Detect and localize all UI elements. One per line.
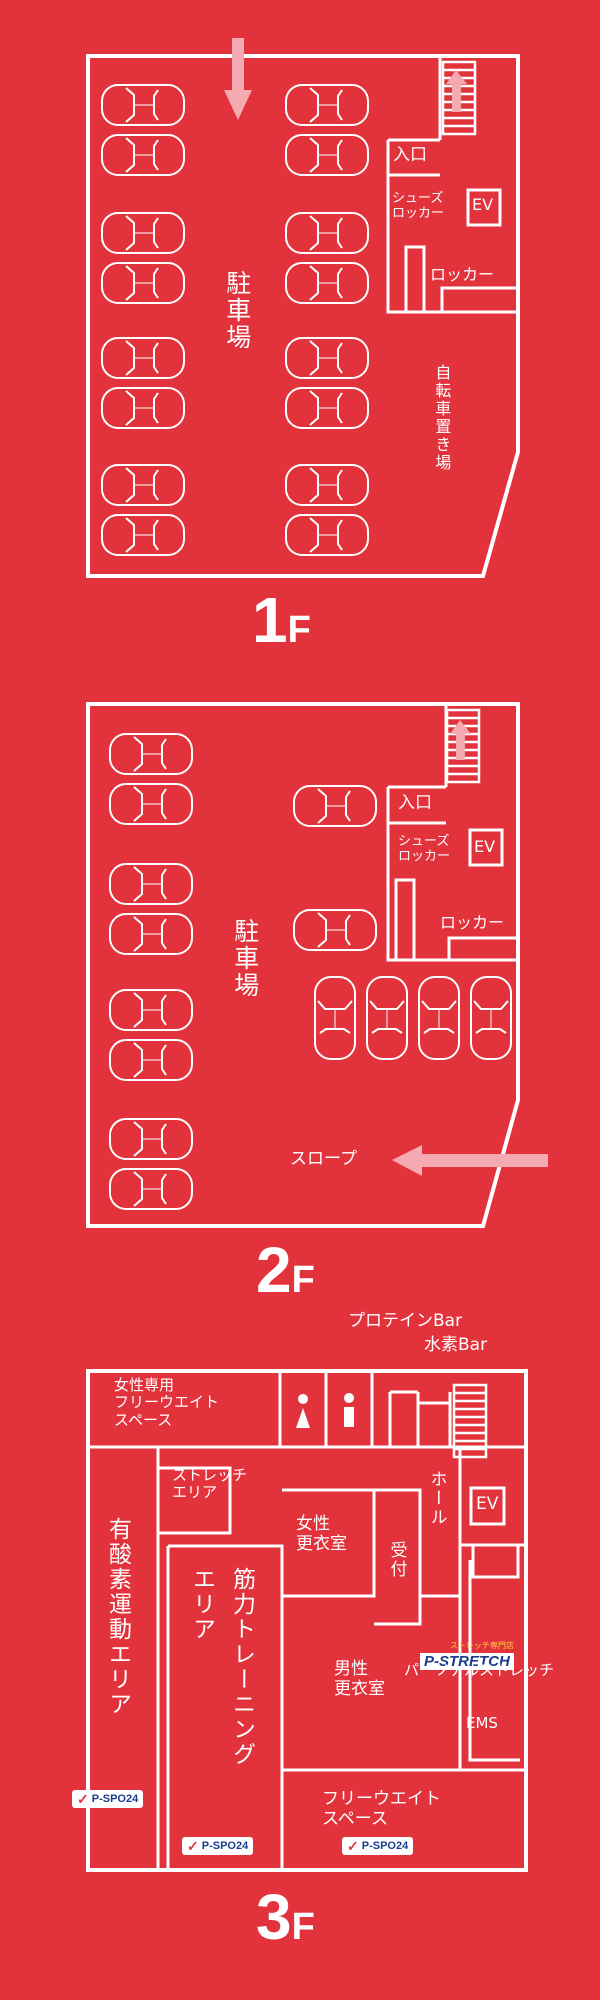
aerobic-area-label: 有酸素運動エリア bbox=[104, 1517, 131, 1717]
floor2-car bbox=[314, 976, 356, 1060]
floor1-ev-label: EV bbox=[472, 195, 494, 214]
floor3-title: 3F bbox=[256, 1881, 315, 1953]
floor1-bicycle-label: 自転車置き場 bbox=[432, 364, 452, 472]
floor1-locker-label: ロッカー bbox=[430, 265, 495, 284]
floor1-car bbox=[285, 84, 369, 126]
pspo24-logo: ✓P-SPO24 bbox=[72, 1790, 144, 1808]
floor2-slope-label: スロープ bbox=[290, 1149, 357, 1169]
strength-area-label-1: 筋力トレーニング bbox=[228, 1567, 255, 1767]
floor2-car bbox=[109, 733, 193, 775]
floor1-car bbox=[101, 464, 185, 506]
floor1-parking-label: 駐車場 bbox=[222, 270, 252, 351]
floor2-car bbox=[109, 783, 193, 825]
ems-label: EMS bbox=[466, 1714, 498, 1732]
floor2-title: 2F bbox=[256, 1234, 315, 1306]
floor3-ev-label: EV bbox=[476, 1494, 499, 1514]
floor1-car bbox=[285, 262, 369, 304]
floor1-car bbox=[101, 387, 185, 429]
water-bar-label: 水素Bar bbox=[424, 1335, 488, 1355]
stretch-area-label: ストレッチ エリア bbox=[172, 1466, 248, 1502]
floor2-car bbox=[109, 863, 193, 905]
floor2-car bbox=[293, 785, 377, 827]
floor2-car bbox=[109, 913, 193, 955]
floor1-car bbox=[101, 514, 185, 556]
floor1-car bbox=[101, 262, 185, 304]
floor1-entry-arrow-icon bbox=[224, 38, 252, 120]
floor2-shoe-locker-label: シューズ ロッカー bbox=[398, 834, 451, 864]
floor1-car bbox=[285, 464, 369, 506]
free-weight-label: フリーウエイト スペース bbox=[322, 1789, 441, 1829]
floor2-car bbox=[366, 976, 408, 1060]
women-free-weight-label: 女性専用 フリーウエイト スペース bbox=[114, 1376, 220, 1429]
floor2-ev-label: EV bbox=[474, 837, 496, 856]
floor1-stair-arrow-icon bbox=[446, 70, 467, 112]
floor1-title: 1F bbox=[252, 584, 311, 656]
restroom-female-icon bbox=[296, 1394, 310, 1428]
floor2-car bbox=[293, 909, 377, 951]
floor1-shoe-locker-label: シューズ ロッカー bbox=[392, 191, 445, 221]
floor2-car bbox=[418, 976, 460, 1060]
women-locker-label: 女性 更衣室 bbox=[296, 1514, 347, 1554]
p-stretch-logo: ストレッチ専門店 P-STRETCH bbox=[420, 1640, 514, 1670]
restroom-male-icon bbox=[344, 1393, 354, 1427]
hall-label: ホール bbox=[426, 1470, 447, 1527]
floor2-locker-label: ロッカー bbox=[440, 913, 505, 932]
floor3-plan bbox=[86, 1369, 528, 1872]
floor2-entrance-label: 入口 bbox=[398, 793, 432, 813]
pspo24-logo: ✓P-SPO24 bbox=[182, 1837, 254, 1855]
personal-stretch-label: パーソナルストレッチ bbox=[404, 1661, 555, 1679]
floor2-car bbox=[109, 1039, 193, 1081]
protein-bar-label: プロテインBar bbox=[348, 1311, 463, 1331]
floor2-slope-arrow-icon bbox=[392, 1145, 548, 1176]
men-locker-label: 男性 更衣室 bbox=[334, 1659, 385, 1699]
floor1-car bbox=[285, 212, 369, 254]
floor1-car bbox=[101, 134, 185, 176]
reception-label: 受付 bbox=[386, 1541, 407, 1579]
floor2-car bbox=[109, 1118, 193, 1160]
floor1-car bbox=[285, 387, 369, 429]
floor2-parking-label: 駐車場 bbox=[230, 918, 260, 999]
floor1-car bbox=[101, 212, 185, 254]
strength-area-label-2: エリア bbox=[188, 1567, 215, 1642]
floor1-car bbox=[285, 134, 369, 176]
floor1-plan bbox=[86, 54, 520, 578]
floor1-car bbox=[101, 84, 185, 126]
floor1-entrance-label: 入口 bbox=[393, 145, 427, 165]
floor1-car bbox=[285, 337, 369, 379]
pspo24-logo: ✓P-SPO24 bbox=[342, 1837, 414, 1855]
floor1-car bbox=[285, 514, 369, 556]
floor2-car bbox=[470, 976, 512, 1060]
floor2-car bbox=[109, 989, 193, 1031]
floor2-car bbox=[109, 1168, 193, 1210]
floor1-car bbox=[101, 337, 185, 379]
floor2-stair-arrow-icon bbox=[450, 720, 471, 760]
